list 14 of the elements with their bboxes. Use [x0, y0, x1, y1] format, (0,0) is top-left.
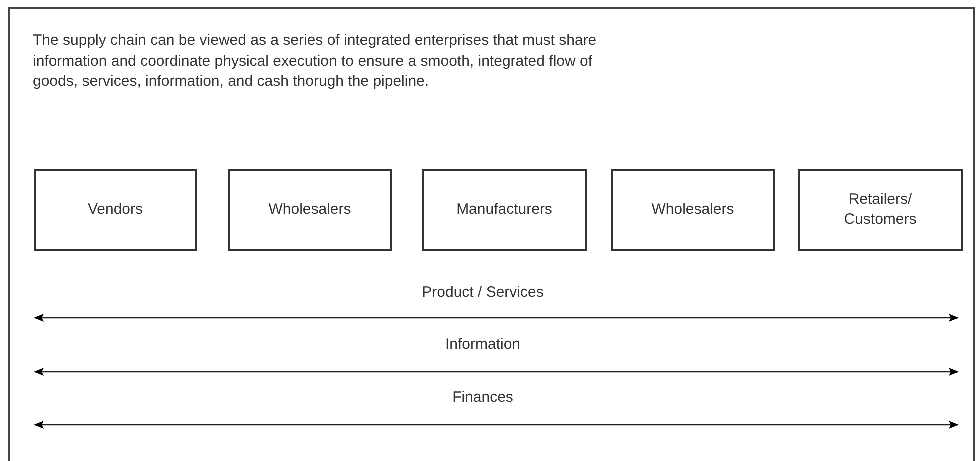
box-label: Wholesalers [268, 200, 352, 220]
process-box [798, 169, 963, 251]
process-box [34, 169, 197, 251]
flow-label: Information [445, 336, 521, 354]
box-label: Vendors [88, 200, 144, 220]
process-box [228, 169, 392, 251]
box-label: Retailers/ Customers [843, 190, 918, 230]
flow-label: Product / Services [422, 284, 544, 302]
process-box [422, 169, 587, 251]
flow-label: Finances [452, 389, 514, 407]
description-text: The supply chain can be viewed as a series of integrated enterprises that must share information and coordinate physical execution to ensure a smooth, integrated flow of goods, services, information, and cash thorugh the pipeline. [33, 31, 598, 92]
box-label: Manufacturers [456, 200, 552, 220]
box-label: Wholesalers [652, 200, 734, 220]
process-box [611, 169, 775, 251]
